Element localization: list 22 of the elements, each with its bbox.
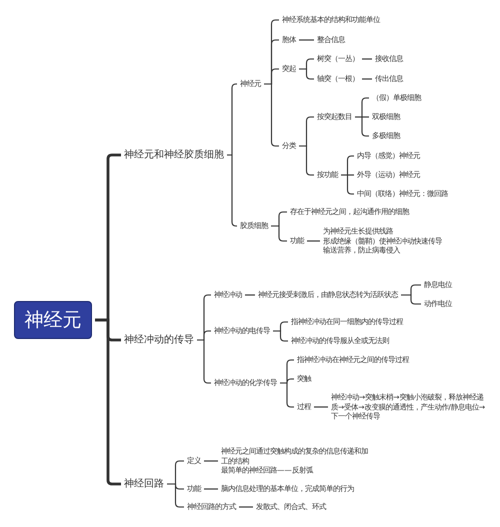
connector-line xyxy=(299,68,314,80)
connector-line xyxy=(362,58,372,60)
connector-line xyxy=(204,488,218,490)
connector-line xyxy=(227,154,237,227)
connector-line xyxy=(239,506,253,508)
connector-line xyxy=(314,406,328,408)
connector-line xyxy=(273,330,288,342)
connector-line xyxy=(204,460,218,462)
connector-line xyxy=(280,382,294,408)
connector-line xyxy=(341,174,354,195)
connector-line xyxy=(362,78,372,80)
connector-line xyxy=(355,116,369,137)
connector-line xyxy=(271,225,287,242)
branch-label: 神经回路 xyxy=(124,478,164,490)
branch-label: 神经元和神经胶质细胞 xyxy=(124,148,224,162)
connector-line xyxy=(401,294,421,305)
root-box: 神经元 xyxy=(14,301,92,339)
branch-label: 神经冲动的传导 xyxy=(124,334,194,346)
connector-line xyxy=(245,294,255,296)
connector-line xyxy=(264,83,279,147)
connector-line xyxy=(299,39,314,41)
connector-line xyxy=(307,240,320,242)
